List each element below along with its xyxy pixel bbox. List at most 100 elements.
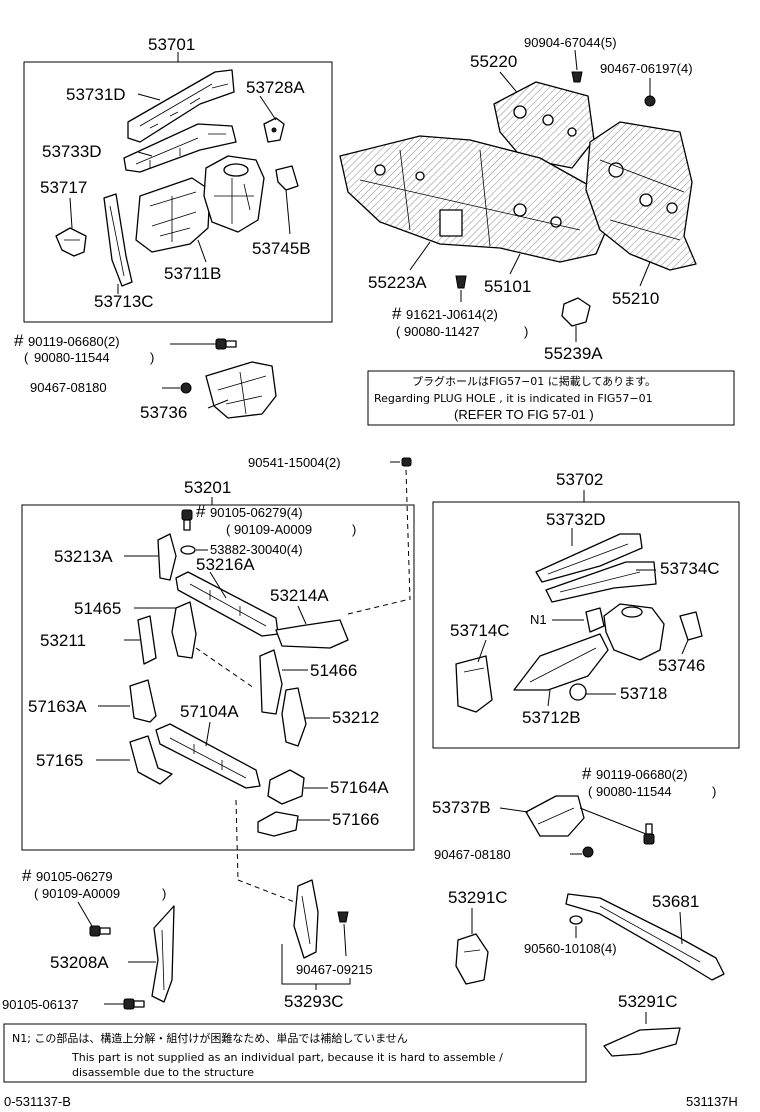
hash-d: # [582,764,592,783]
label-90109-A0009-b: 90109-A0009 [42,886,120,901]
part-53214A [275,619,349,649]
label-90467-09215: 90467-09215 [296,962,373,977]
footer-figure-id: 531137H [686,1094,738,1109]
label-53216A: 53216A [196,555,255,574]
group-dash-panels: 90904-67044(5) 55220 90467-06197(4) [339,35,697,363]
part-53732D [535,533,643,583]
label-53717: 53717 [40,178,87,197]
part-53712B [513,633,609,691]
label-53882-30040: 53882-30040(4) [210,542,303,557]
group-53702: 53702 53732D 53734C N1 53746 [432,470,740,749]
clip-90904 [571,71,583,83]
plug-note-ref: (REFER TO FIG 57-01 ) [454,407,594,422]
part-53211 [137,615,157,665]
nut-90541 [401,457,412,467]
label-53701: 53701 [148,35,195,54]
svg-text:(: ( [588,784,593,799]
label-90541-15004: 90541-15004(2) [248,455,341,470]
svg-text:): ) [524,324,528,339]
label-53731D: 53731D [66,85,126,104]
bolt-90119-b [643,823,655,845]
part-53213A [157,533,177,581]
plug-note-en: Regarding PLUG HOLE , it is indicated in… [374,392,653,405]
label-90467-08180-b: 90467-08180 [434,847,511,862]
part-53713C [103,193,133,287]
label-90105-06137: 90105-06137 [2,997,79,1012]
label-51466: 51466 [310,661,357,680]
part-53718 [569,683,587,701]
clip-90467-09215 [337,911,349,923]
part-53733D [123,123,237,173]
label-55210: 55210 [612,289,659,308]
group-53293C: 90467-09215 53293C [281,879,373,1011]
plug-note-jp: プラグホールはFIG57−01 に掲載してあります。 [412,374,656,388]
label-53681: 53681 [652,892,699,911]
clip-90467-b [582,846,594,858]
label-53713C: 53713C [94,292,154,311]
part-57165 [129,735,173,785]
plug-90560 [569,915,583,925]
svg-text:): ) [712,784,716,799]
hash-a: # [14,331,24,350]
label-90080-11427: 90080-11427 [404,324,480,339]
part-53681 [565,893,725,981]
label-53291C-a: 53291C [448,888,508,907]
part-53736 [205,361,277,419]
label-53211: 53211 [40,631,86,650]
part-53745B [275,165,299,191]
part-55210 [585,121,697,271]
label-53745B: 53745B [252,239,311,258]
bolt-90105-a [181,509,193,531]
part-57164A [267,769,305,805]
footnote-frame [3,1023,587,1083]
part-53291C-a [455,933,489,985]
clip-90467-a [180,382,192,394]
bolt-90119-a [215,338,237,350]
part-57104A [155,723,261,789]
clip-90467-06197 [644,95,656,107]
label-90080-11544-b: 90080-11544 [596,784,672,799]
label-90119-06680-a: 90119-06680(2) [28,334,120,349]
group-53737B: # 90119-06680(2) ( 90080-11544 ) 53737B … [432,764,716,862]
washer-53882 [180,545,196,555]
part-53293C [293,879,319,959]
part-51466 [259,649,283,715]
part-57166 [257,811,299,837]
label-91621-J0614: 91621-J0614(2) [406,307,498,322]
label-53732D: 53732D [546,510,606,529]
label-53291C-b: 53291C [618,992,678,1011]
label-55239A: 55239A [544,344,603,363]
part-tower-53702 [603,603,665,661]
part-57163A [129,679,157,723]
svg-text:(: ( [396,324,401,339]
footnote-en-1: This part is not supplied as an individu… [71,1051,503,1064]
label-53714C: 53714C [450,621,510,640]
label-57166: 57166 [332,810,379,829]
svg-text:(: ( [34,886,39,901]
part-53737B [525,795,585,837]
footnote-block: N1; この部品は、構造上分解・組付けが困難なため、単品では補給していません T… [3,1023,587,1083]
label-90119-06680-b: 90119-06680(2) [596,767,688,782]
label-90467-06197: 90467-06197(4) [600,61,693,76]
label-90467-08180-a: 90467-08180 [30,380,107,395]
part-53208A [151,905,175,1003]
part-53731D [127,69,235,143]
label-53734C: 53734C [660,559,720,578]
group-53291C-53681: 53291C 53681 90560-10108(4) 53291C [448,888,725,1057]
label-57164A: 57164A [330,778,389,797]
plug-hole-note: プラグホールはFIG57−01 に掲載してあります。 Regarding PLU… [367,370,735,426]
label-53293C: 53293C [284,992,344,1011]
part-55220 [493,81,595,169]
label-53712B: 53712B [522,708,581,727]
part-55239A [561,297,591,327]
label-90080-11544-a: 90080-11544 [34,350,110,365]
bolt-90105-b [89,925,111,937]
label-90904-67044: 90904-67044(5) [524,35,617,50]
group-53208A: # 90105-06279 ( 90109-A0009 ) 53208A 901… [2,866,175,1012]
label-90105-06279-b: 90105-06279 [36,869,113,884]
label-53702: 53702 [556,470,603,489]
label-53728A: 53728A [246,78,305,97]
bolt-90105-06137 [123,998,145,1010]
label-53212: 53212 [332,708,379,727]
label-90105-06279-4: 90105-06279(4) [210,505,303,520]
